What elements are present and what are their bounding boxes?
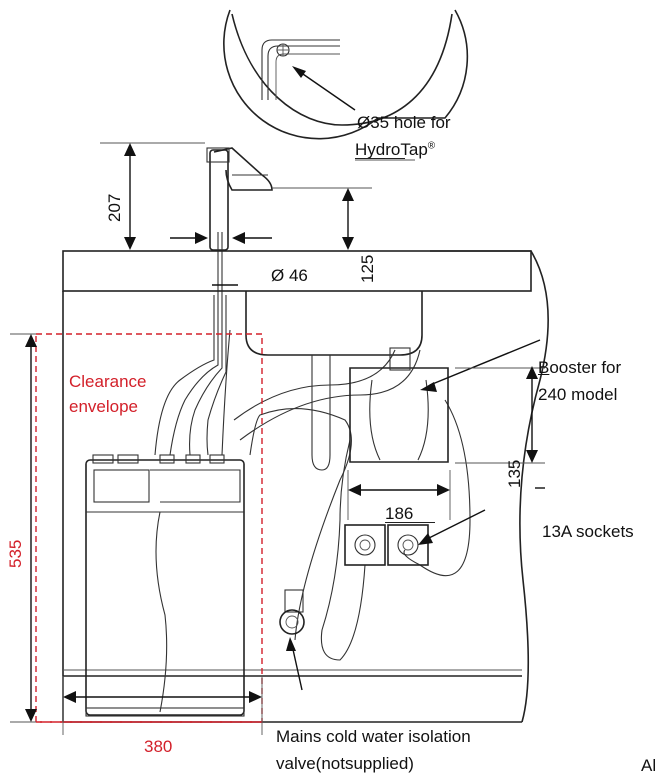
dimension-380: [62, 676, 263, 735]
dimension-46: [170, 232, 272, 286]
dimension-186-label: 186: [385, 504, 414, 523]
dimension-535-label: 535: [6, 539, 25, 568]
clearance-envelope: [35, 333, 263, 723]
isolation-valve: [279, 589, 305, 691]
clearance-label-line2: envelope: [69, 397, 139, 416]
dimension-207-label: 207: [105, 193, 124, 222]
dimension-125: [272, 187, 372, 250]
booster-unit: [349, 339, 545, 464]
hydrotap: [206, 147, 273, 295]
hydro-underline: [355, 158, 405, 159]
dimension-535: [10, 333, 37, 723]
hole-label-line1: Ø35 hole for: [357, 113, 451, 132]
hoses: [154, 295, 471, 661]
registered-mark: ®: [427, 140, 436, 152]
cabinet: [62, 250, 549, 723]
booster-label-b: B: [538, 358, 550, 377]
sockets-label: 13A sockets: [542, 522, 634, 541]
dimension-46-label: Ø 46: [271, 266, 308, 285]
valve-label-line2: valve(notsupplied): [276, 754, 414, 773]
dimension-135: [526, 366, 538, 463]
valve-label-line1: Mains cold water isolation: [276, 727, 471, 746]
boiler-unit: [85, 454, 245, 717]
booster-label-rest: ooster for: [549, 358, 622, 377]
hole-label-tap: Tap: [400, 140, 428, 159]
sockets: [344, 509, 486, 566]
booster-label-line1: Booster for: [538, 359, 621, 376]
dimension-125-label: 125: [358, 254, 377, 283]
corner-text: Al: [641, 756, 657, 774]
hole-label-line2: HydroTap®: [355, 141, 435, 158]
dimension-380-label: 380: [144, 737, 173, 756]
clearance-label-line1: Clearance: [69, 372, 147, 391]
booster-label-line2: 240 model: [538, 385, 618, 404]
hole-label-hydro: Hydro: [355, 140, 401, 159]
dimension-207: [100, 142, 205, 250]
sink-bowl: [245, 291, 423, 471]
detail-circle: [223, 9, 469, 140]
dimension-135-label: 135: [505, 459, 524, 488]
dimension-186: [347, 470, 545, 520]
dim186-underline: [385, 522, 435, 523]
